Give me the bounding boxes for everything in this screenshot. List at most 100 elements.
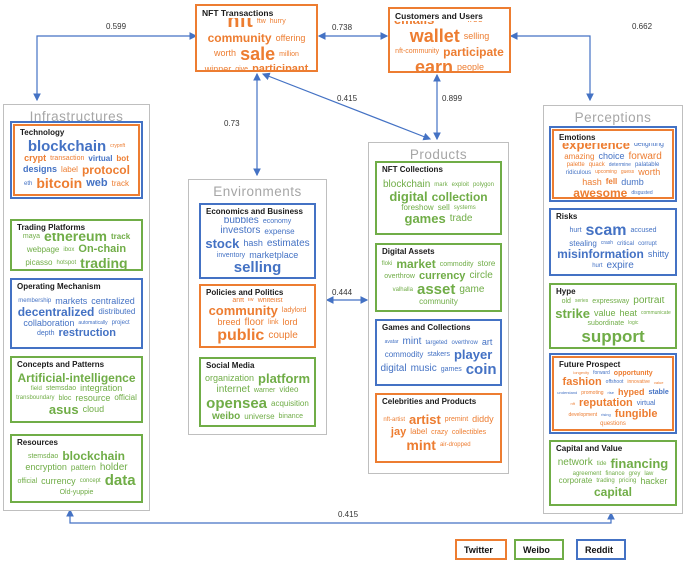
- word: participate: [443, 44, 504, 59]
- word: expressway: [592, 297, 630, 305]
- word: reputation: [578, 396, 633, 409]
- word: automatically: [78, 320, 108, 327]
- word: selling: [463, 30, 490, 41]
- word: amazing: [564, 151, 595, 161]
- word: mark: [434, 181, 448, 188]
- word: data: [104, 472, 136, 490]
- word: pricing: [618, 478, 637, 485]
- word: commodity: [439, 260, 474, 268]
- word: universe: [244, 411, 275, 421]
- word: hash: [582, 176, 602, 187]
- word: forward: [593, 369, 610, 376]
- word: ladylord: [281, 307, 307, 315]
- word: exploit: [451, 181, 469, 188]
- word: hurt: [569, 227, 582, 235]
- word: promoting: [581, 389, 604, 396]
- word: old: [561, 297, 571, 305]
- word: law: [644, 470, 654, 477]
- word: acquisition: [271, 398, 309, 408]
- word: collection: [431, 189, 488, 204]
- word: coin: [465, 360, 497, 378]
- word: critical: [617, 240, 635, 247]
- word: hotspot: [56, 259, 77, 266]
- group-title-environments: Environments: [213, 184, 302, 199]
- word: rise: [607, 390, 614, 396]
- word: label: [61, 164, 78, 174]
- group-title-products: Products: [409, 147, 468, 162]
- word: sale: [240, 43, 276, 64]
- word: forward: [628, 150, 662, 162]
- word: whitelist: [257, 297, 283, 304]
- word: corporate: [558, 476, 593, 486]
- word: warner: [253, 386, 276, 394]
- word: artist: [409, 411, 441, 427]
- edge-label-customers-products: 0.899: [442, 94, 463, 103]
- word: crypt: [24, 153, 47, 164]
- legend-twitter: Twitter: [455, 539, 507, 560]
- box-title: Policies and Politics: [206, 288, 284, 297]
- word: fashion: [562, 375, 602, 388]
- word: art: [481, 336, 493, 347]
- word: opportunity: [613, 369, 653, 377]
- edge-label-environments-products: 0.444: [332, 288, 353, 297]
- word: games: [440, 365, 462, 373]
- box-title: Operating Mechanism: [17, 282, 101, 291]
- edge-customers-perceptions: [509, 32, 594, 102]
- word: couple: [268, 330, 298, 342]
- box-title: Risks: [556, 212, 578, 221]
- word: transboundary: [16, 395, 55, 402]
- box-title: Trading Platforms: [17, 223, 86, 232]
- word: official: [17, 477, 38, 485]
- word: concept: [79, 478, 101, 485]
- word: trading: [596, 478, 615, 485]
- word: overthrow: [384, 272, 415, 280]
- word: holder: [99, 461, 128, 473]
- word: air-dropped: [439, 442, 471, 449]
- word: stemsdao: [27, 452, 59, 460]
- word: digital: [389, 189, 428, 205]
- word: shitty: [647, 248, 669, 259]
- word: estimates: [266, 237, 310, 249]
- word: stakers: [427, 351, 450, 359]
- word: systems: [453, 205, 476, 211]
- word: organization: [204, 372, 255, 383]
- word: centralized: [91, 295, 135, 306]
- word: guess: [620, 169, 635, 176]
- word: disgusted: [631, 189, 653, 196]
- word: experience: [562, 142, 630, 152]
- word: mint: [402, 336, 422, 348]
- word: stock: [205, 235, 240, 251]
- word: wallet: [409, 25, 460, 46]
- word: investors: [220, 225, 261, 237]
- word: understand: [557, 390, 578, 396]
- word: trading: [80, 254, 128, 269]
- word: nft: [227, 18, 253, 33]
- word: liv: [248, 297, 254, 304]
- word: depth: [37, 330, 55, 338]
- box-title: NFT Collections: [382, 165, 443, 174]
- word: cloud: [82, 404, 105, 415]
- word: market: [396, 257, 436, 272]
- word: determine: [608, 161, 631, 168]
- word: foreshow: [401, 202, 434, 212]
- word: avatar: [384, 339, 399, 346]
- word: worth: [214, 48, 237, 59]
- word: blockchain: [62, 449, 126, 464]
- word: asset: [416, 281, 456, 299]
- word: choice: [598, 151, 625, 162]
- word: trade: [449, 212, 473, 224]
- box-title: Economics and Business: [206, 207, 303, 216]
- box-customers-users: Customers and Users emailsaddressfreeche…: [388, 7, 511, 73]
- box-title: Digital Assets: [382, 247, 435, 256]
- word: fungible: [614, 408, 658, 421]
